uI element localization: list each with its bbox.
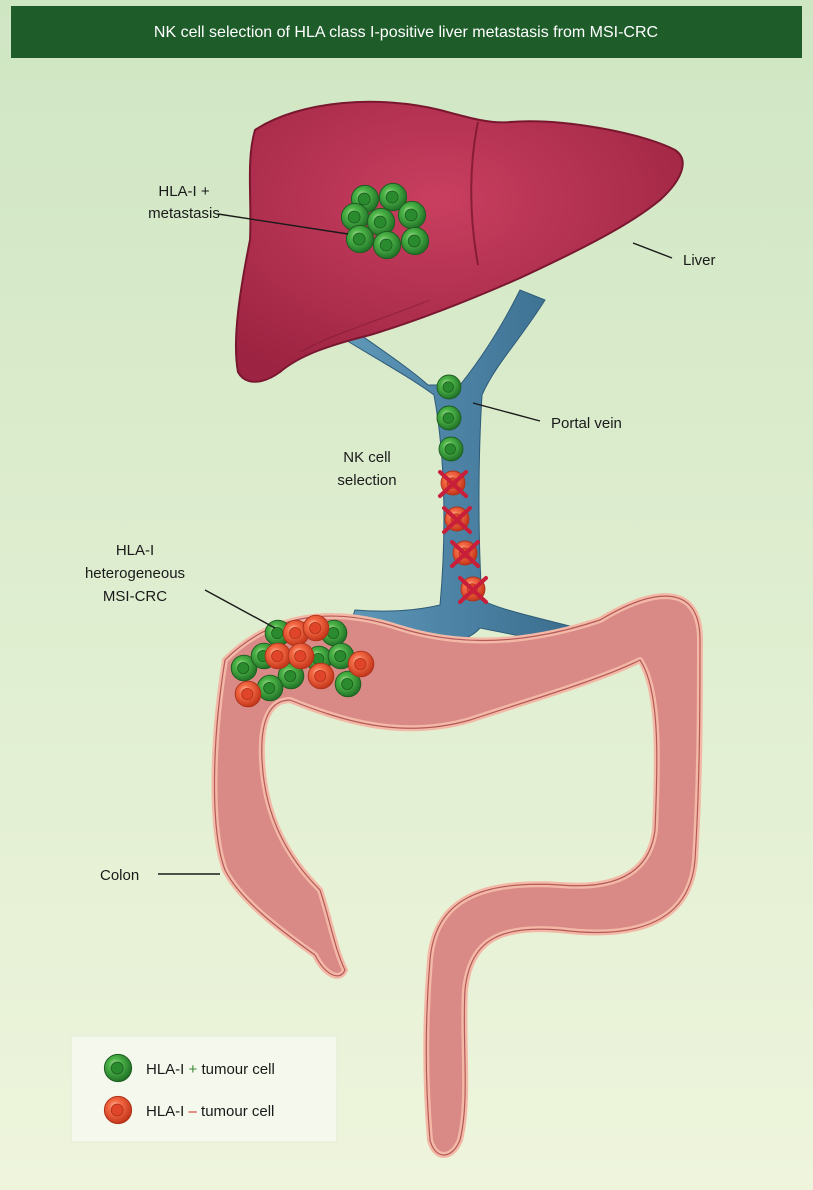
hla-positive-cell-icon [346,225,373,252]
legend-negative-suffix: tumour cell [201,1103,274,1120]
tumour-label-line3: MSI-CRC [103,588,167,605]
hla-positive-cell-icon [104,1054,131,1081]
hla-negative-cell-icon [308,663,334,689]
liver-label: Liver [683,252,716,269]
hla-positive-cell-icon [437,406,461,430]
legend: HLA-I + tumour cell HLA-I – tumour cell [71,1036,337,1142]
hla-negative-cell-icon [265,643,291,669]
hla-negative-cell-icon [303,615,329,641]
tumour-label-line2: heterogeneous [85,565,185,582]
hla-positive-cell-icon [398,201,425,228]
metastasis-label-line2: metastasis [148,205,220,222]
hla-negative-cell-icon [235,681,261,707]
nk-selection-label-line1: NK cell [343,449,391,466]
hla-negative-cell-icon [288,643,314,669]
legend-negative-prefix: HLA-I [146,1103,184,1120]
tumour-label-line1: HLA-I [116,542,154,559]
legend-positive-label: HLA-I + tumour cell [146,1061,275,1078]
hla-positive-cell-icon [437,375,461,399]
legend-positive-suffix: tumour cell [201,1061,274,1078]
hla-positive-cell-icon [373,231,400,258]
hla-negative-cell-icon [104,1096,131,1123]
legend-negative-label: HLA-I – tumour cell [146,1103,274,1120]
figure-title: NK cell selection of HLA class I-positiv… [154,24,658,41]
legend-negative-sign: – [189,1103,198,1120]
hla-positive-cell-icon [257,675,283,701]
portal-vein-label: Portal vein [551,415,622,432]
metastasis-label-line1: HLA-I + [158,183,210,200]
hla-positive-cell-icon [401,227,428,254]
hla-positive-cell-icon [439,437,463,461]
colon-label: Colon [100,867,139,884]
legend-positive-sign: + [189,1061,198,1078]
nk-selection-label-line2: selection [337,472,396,489]
legend-positive-prefix: HLA-I [146,1061,184,1078]
hla-negative-cell-icon [348,651,374,677]
legend-box [71,1036,337,1142]
